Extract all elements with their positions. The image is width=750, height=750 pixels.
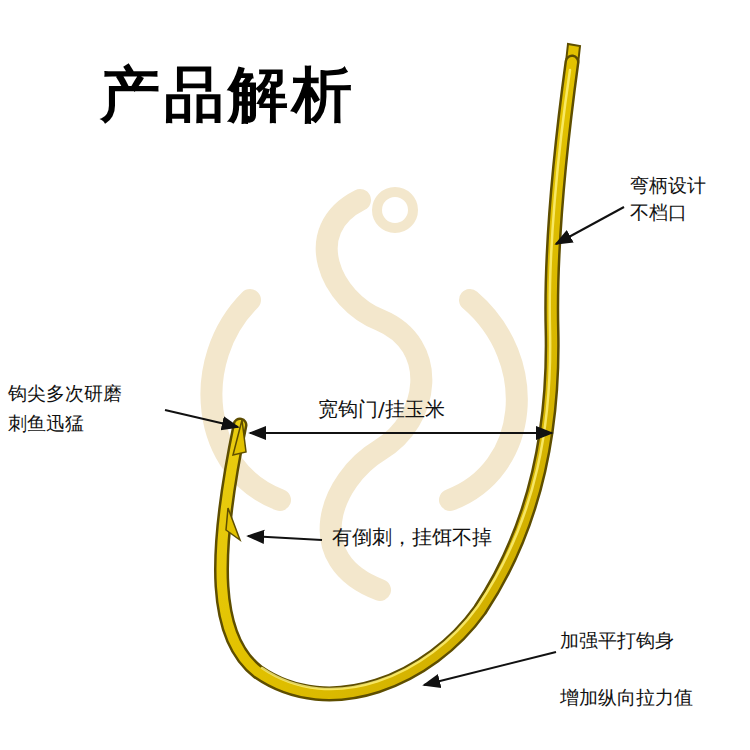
hook-outline bbox=[221, 62, 572, 694]
hook-barb bbox=[226, 508, 240, 540]
title: 产品解析 bbox=[100, 55, 356, 136]
callout-text: 钩尖多次研磨 刺鱼迅猛 bbox=[8, 378, 133, 438]
callout-text: 弯柄设计 不档口 bbox=[630, 172, 717, 226]
leader-lines bbox=[165, 207, 624, 685]
hook-point bbox=[233, 420, 246, 455]
watermark-logo bbox=[211, 192, 516, 590]
dimension-label: 宽钩门/挂玉米 bbox=[318, 396, 445, 422]
hook-body bbox=[221, 62, 572, 694]
callout-text: 有倒刺，挂饵不掉 bbox=[332, 524, 492, 550]
hook-highlight bbox=[262, 70, 570, 689]
callout-text: 加强平打钩身 增加纵向拉力值 bbox=[560, 612, 701, 726]
